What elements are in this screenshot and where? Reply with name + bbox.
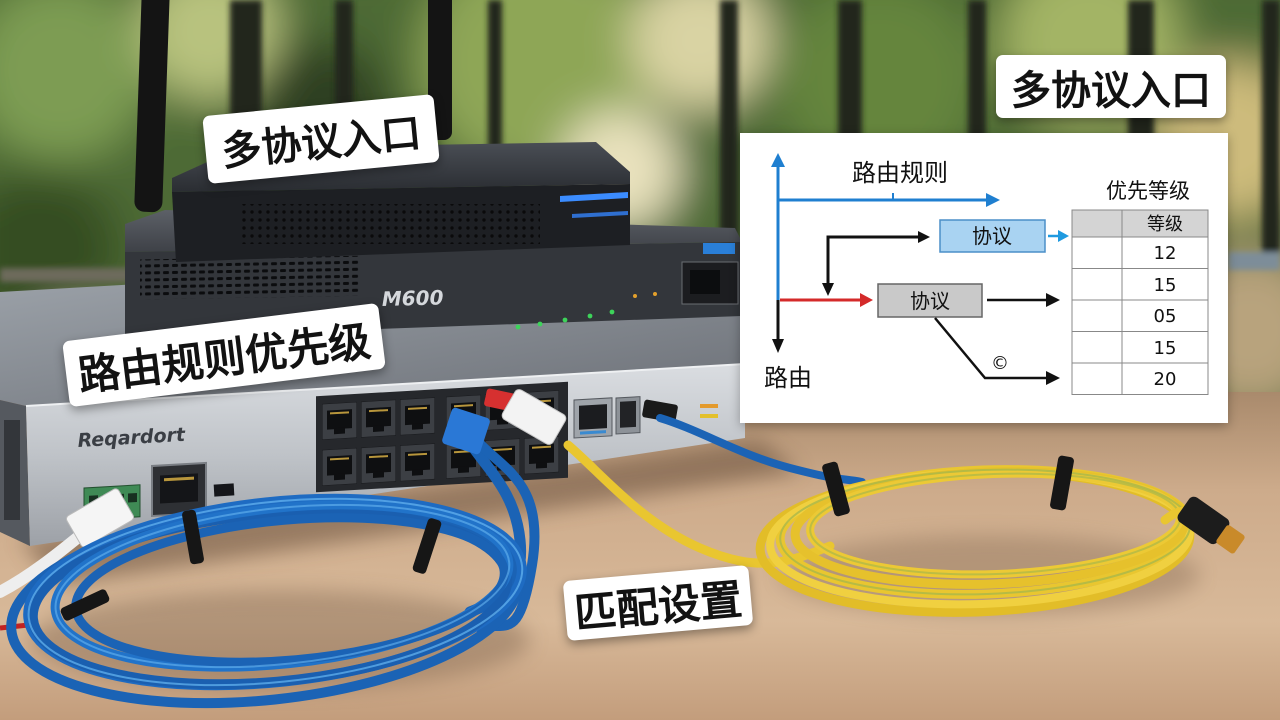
yellow-cable-coil [563, 414, 1245, 617]
white-boot-connector [501, 389, 567, 445]
cable-tie [412, 518, 442, 574]
table-body [1071, 236, 1209, 395]
status-led [653, 292, 657, 296]
priority-level-label: 优先等级 [1106, 179, 1190, 203]
circle-mark: © [991, 353, 1009, 374]
white-connector [65, 488, 135, 548]
cable-tie [822, 461, 850, 517]
usb-port [213, 483, 235, 497]
route-label: 路由 [764, 364, 812, 392]
status-led [562, 317, 568, 323]
diagonal-arrow [934, 317, 1048, 380]
blue-cable-coil [6, 434, 540, 709]
cable-tie [1050, 455, 1074, 511]
table-cell: 20 [1154, 369, 1177, 390]
table-header-level: 等级 [1147, 214, 1183, 235]
protocol-box-grey [877, 283, 983, 318]
status-led [609, 309, 615, 315]
red-arrowhead [860, 293, 873, 307]
port-module-inner [690, 270, 720, 294]
status-led [587, 313, 593, 319]
rj45-port [400, 397, 435, 436]
rj45-port [524, 436, 559, 475]
router-led-strip [560, 192, 628, 202]
elbow-down-arrowhead [822, 283, 834, 296]
routing-diagram-panel: 路由规则 优先等级 路由 协议 协议 © 等级 12 [740, 133, 1228, 423]
table-cell: 12 [1154, 243, 1177, 264]
table-cell: 15 [1154, 275, 1177, 296]
rj45-port [400, 443, 435, 482]
callout-multi-protocol-entry-right: 多协议入口 [996, 55, 1226, 118]
router-vent-dots [240, 204, 540, 244]
black-connector [642, 399, 678, 423]
protocol-box-blue [939, 219, 1046, 253]
blue-label-plate [703, 243, 735, 254]
status-led [700, 404, 718, 408]
black-elbow-arrow [826, 235, 920, 285]
priority-table: 等级 12 15 05 15 20 [1071, 209, 1209, 395]
router-model-label: M600 [382, 285, 444, 311]
router-led-strip [572, 211, 628, 218]
wifi-router [134, 0, 630, 262]
uplink-port [573, 397, 613, 439]
rj45-port [361, 399, 396, 438]
table-cell: 15 [1154, 338, 1177, 359]
switch-front-edge [25, 363, 746, 407]
switch-side-vent [4, 420, 20, 520]
antenna-left [134, 0, 170, 213]
status-led [700, 414, 718, 418]
cable-tie [182, 509, 204, 565]
protocol-box-blue-label: 协议 [972, 224, 1012, 248]
cable-tie [60, 589, 110, 621]
routing-rules-label: 路由规则 [852, 159, 948, 187]
status-led [633, 294, 637, 298]
sfp-port [615, 396, 641, 435]
blue-connector [442, 407, 490, 455]
diagonal-arrowhead [1046, 371, 1060, 385]
rj45-port [361, 445, 396, 484]
table-cell: 05 [1154, 306, 1177, 327]
protocol-box-grey-label: 协议 [910, 289, 950, 313]
table-header-row [1071, 209, 1209, 238]
rj45-port [322, 447, 357, 486]
yellow-cable-connector [1177, 496, 1245, 554]
black-down-arrowhead [772, 339, 784, 353]
rj45-port [322, 401, 357, 440]
patch-connectors [442, 388, 678, 455]
black-right-arrowhead [1046, 293, 1060, 307]
middle-device-vent [140, 255, 360, 300]
status-led [515, 324, 521, 330]
blue-small-arrowhead [1058, 230, 1069, 242]
blue-up-arrowhead [771, 153, 785, 167]
elbow-right-arrowhead [918, 231, 930, 243]
blue-right-arrowhead [986, 193, 1000, 207]
routing-diagram-svg: 路由规则 优先等级 路由 协议 协议 © 等级 12 [764, 153, 1209, 395]
status-led [537, 321, 543, 327]
